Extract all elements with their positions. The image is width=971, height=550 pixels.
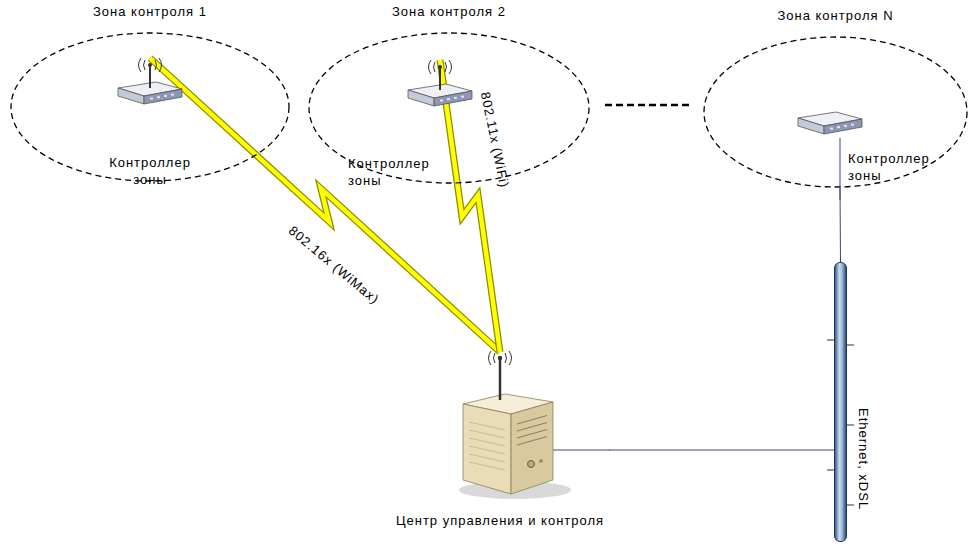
radio-wave	[159, 58, 162, 72]
router-light	[837, 126, 840, 128]
radio-wave	[445, 62, 447, 72]
node-label: Центр управления и контроля	[396, 512, 604, 529]
link-label: 802.11x (WiFi)	[478, 91, 512, 190]
router-light	[830, 128, 833, 130]
router-front	[118, 88, 144, 104]
zone-controller: Контроллер зоны	[790, 100, 965, 188]
router-light	[171, 94, 174, 96]
router-icon	[110, 58, 190, 106]
side-vent	[469, 462, 505, 470]
side-vent	[469, 454, 505, 462]
router-light	[454, 97, 457, 99]
antenna-tip	[148, 63, 152, 67]
drive-bay	[517, 423, 547, 432]
bolt-fill	[150, 58, 500, 352]
drive-bay	[517, 430, 547, 439]
power-button	[528, 461, 535, 468]
radio-link	[150, 58, 500, 352]
zone-heading: Зона контроля N	[777, 7, 893, 24]
antenna	[149, 65, 151, 88]
router-light	[157, 96, 160, 98]
zone-controller: Контроллер зоны	[100, 58, 200, 192]
zone-heading: Ethernet, xDSL	[855, 408, 872, 510]
node-label: Контроллер зоны	[848, 150, 930, 184]
control-zone: Контроллер зоныЗона контроля N	[703, 36, 968, 188]
radio-wave	[429, 60, 432, 74]
antenna	[439, 67, 441, 90]
router-light	[844, 125, 847, 127]
cable-line	[840, 188, 842, 262]
side-vent	[469, 438, 505, 446]
continuation-dashes	[605, 104, 690, 107]
radio-wave	[144, 60, 146, 70]
radio-wave	[509, 351, 512, 365]
cable-line	[609, 450, 834, 451]
server-side	[463, 404, 511, 494]
antenna	[499, 358, 502, 400]
server-icon	[445, 352, 575, 502]
control-zone: Контроллер зоныЗона контроля 1	[10, 32, 290, 182]
router-light	[150, 98, 153, 100]
zone-ellipse	[704, 37, 967, 187]
bus-tick	[827, 340, 834, 341]
link-label: 802.16x (WiMax)	[286, 223, 382, 307]
zone-controller: Контроллер зоны	[343, 60, 483, 193]
drive-bay	[517, 416, 547, 425]
side-vent	[469, 446, 505, 454]
side-vent	[469, 430, 505, 438]
router-side	[824, 119, 862, 134]
ethernet-bus: Ethernet, xDSL	[834, 262, 847, 542]
router-side	[144, 89, 182, 104]
cable-link	[840, 188, 842, 262]
antenna-tip	[498, 356, 502, 360]
bus-tick	[847, 425, 854, 426]
bus-tick	[827, 470, 834, 471]
control-center: Центр управления и контроля	[391, 352, 609, 533]
bus-tick	[847, 505, 854, 506]
control-zone: Контроллер зоныЗона контроля 2	[308, 32, 590, 184]
power-light	[539, 459, 543, 463]
router-light	[440, 100, 443, 102]
zone-heading: Зона контроля 1	[93, 3, 207, 20]
router-light	[461, 96, 464, 98]
radio-wave	[449, 60, 452, 74]
node-label: Контроллер зоны	[348, 155, 430, 189]
cable-link	[609, 450, 834, 451]
radio-wave	[494, 353, 496, 363]
router-front	[798, 118, 824, 134]
radio-wave	[139, 58, 142, 72]
server-front	[511, 402, 553, 494]
drive-bay	[517, 437, 547, 446]
router-icon	[790, 88, 870, 136]
router-front	[408, 90, 434, 106]
router-light	[164, 95, 167, 97]
radio-wave	[489, 351, 492, 365]
radio-wave	[434, 62, 436, 72]
bolt-outline	[150, 58, 500, 352]
side-vent	[469, 422, 505, 430]
router-side	[434, 91, 472, 106]
radio-wave	[155, 60, 157, 70]
router-light	[851, 124, 854, 126]
radio-wave	[505, 353, 507, 363]
zone-heading: Зона контроля 2	[392, 3, 506, 20]
router-icon	[400, 60, 480, 108]
router-light	[447, 98, 450, 100]
antenna-tip	[438, 65, 442, 69]
bus-tick	[847, 345, 854, 346]
node-label: Контроллер зоны	[109, 154, 191, 188]
